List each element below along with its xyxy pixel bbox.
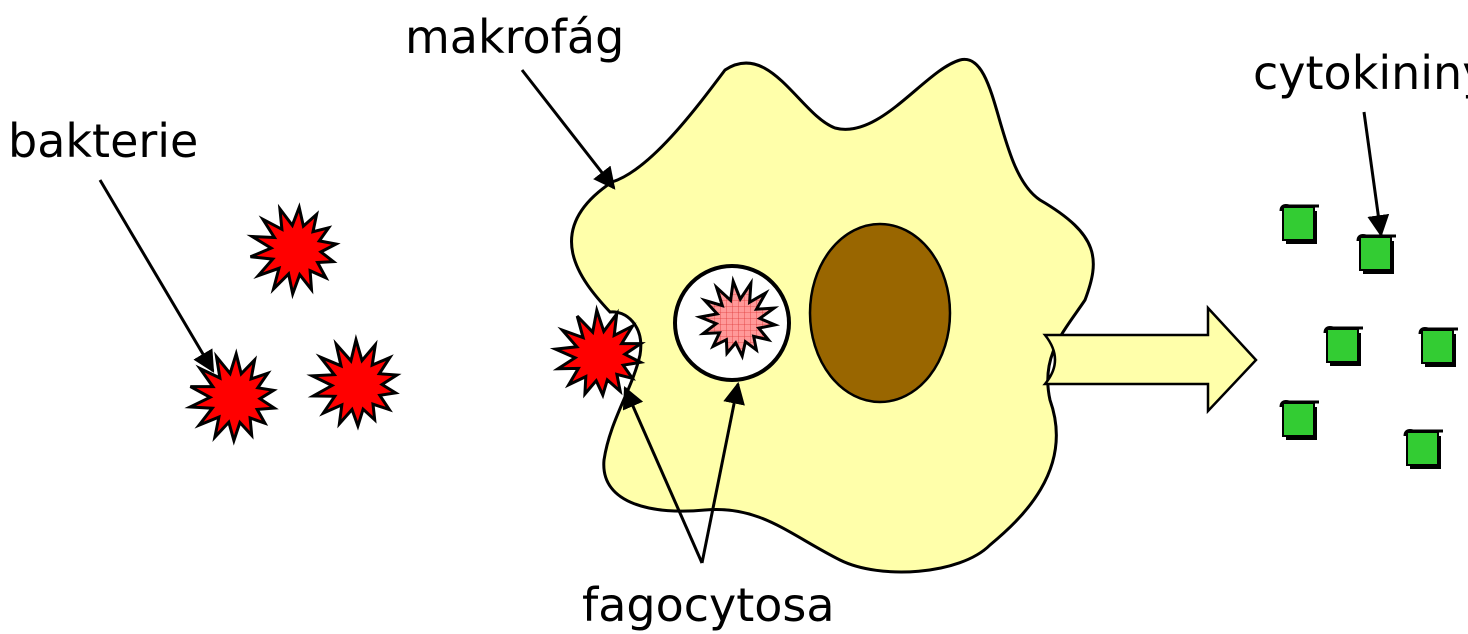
cytokine-1	[1281, 206, 1319, 244]
bacteria-pointer-arrow	[100, 180, 213, 371]
macrophage-label: makrofág	[405, 10, 624, 64]
bacterium-2	[190, 354, 274, 441]
cytokine-6	[1405, 431, 1443, 469]
bacteria-label: bakterie	[8, 114, 198, 168]
secretion-arrow	[1045, 308, 1256, 411]
phagocytosis-label: fagocytosa	[582, 578, 835, 632]
cytokine-3	[1325, 328, 1363, 366]
bacterium-1	[251, 207, 337, 293]
nucleus	[810, 224, 950, 402]
bacterium-3	[312, 340, 397, 426]
macrophage-pointer-arrow	[522, 70, 614, 188]
cytokine-4	[1420, 329, 1458, 367]
cytokine-5	[1281, 402, 1319, 440]
cytokines-label: cytokininy	[1253, 46, 1468, 100]
bacterium-engulfing	[556, 310, 641, 395]
cytokine-pointer-arrow	[1364, 112, 1381, 235]
cytokine-2	[1358, 236, 1396, 274]
